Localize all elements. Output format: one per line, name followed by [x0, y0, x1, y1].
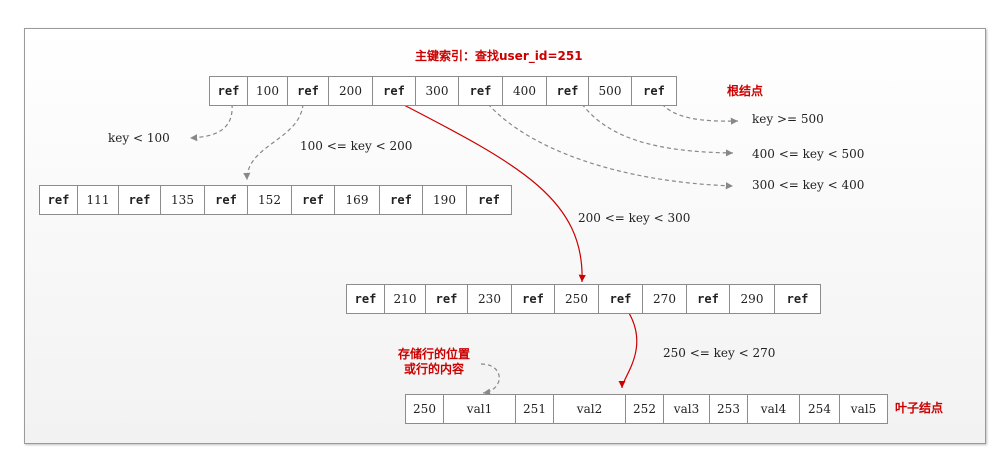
pointer-cell: ref	[40, 186, 78, 214]
pointer-cell: ref	[119, 186, 161, 214]
arrow-100-200	[243, 103, 304, 181]
pointer-cell: ref	[643, 84, 665, 98]
key-cell: 100	[248, 77, 288, 105]
key-cell: 300	[416, 77, 459, 105]
pointer-cell: ref	[373, 77, 416, 105]
pointer-cell: ref	[210, 77, 248, 105]
storage-note-line1: 存储行的位置	[398, 347, 471, 361]
label-300-400: 300 <= key < 400	[752, 178, 865, 192]
arrow-storage-note	[480, 363, 500, 396]
arrow-key-lt-100	[189, 103, 233, 142]
arrow-key-ge-500	[661, 103, 739, 125]
pointer-cell: ref	[547, 77, 589, 105]
root-node-label: 根结点	[727, 84, 764, 98]
pointer-cell: ref	[478, 193, 500, 207]
key-cell: 190	[423, 186, 467, 214]
label-key-lt-100: key < 100	[108, 131, 170, 145]
pointer-cell: ref	[292, 186, 335, 214]
key-cell: 210	[385, 285, 426, 313]
pointer-cell: ref	[599, 285, 643, 313]
diagram-title: 主键索引：查找user_id=251	[415, 49, 583, 63]
leaf-node-label: 叶子结点	[895, 401, 944, 415]
key-cell: val4	[748, 395, 800, 423]
pointer-cell: ref	[786, 292, 809, 306]
key-cell: 252	[626, 395, 664, 423]
key-cell: 270	[643, 285, 687, 313]
arrow-400-500	[581, 103, 734, 157]
pointer-cell: ref	[426, 285, 468, 313]
arrow-300-400	[487, 103, 734, 190]
key-cell: 200	[329, 77, 373, 105]
key-cell: 111	[78, 186, 119, 214]
key-cell: 251	[516, 395, 554, 423]
arrow-200-300-red	[401, 103, 586, 283]
pointer-cell: ref	[205, 186, 248, 214]
key-cell: 169	[335, 186, 380, 214]
key-cell: 250	[555, 285, 599, 313]
key-cell: val5	[850, 402, 877, 416]
key-cell: val3	[664, 395, 710, 423]
key-cell: 135	[161, 186, 205, 214]
label-200-300: 200 <= key < 300	[578, 211, 691, 225]
key-cell: val2	[554, 395, 626, 423]
label-250-270: 250 <= key < 270	[663, 346, 776, 360]
key-cell: val1	[444, 395, 516, 423]
pointer-cell: ref	[288, 77, 329, 105]
label-100-200: 100 <= key < 200	[300, 139, 413, 153]
pointer-cell: ref	[512, 285, 555, 313]
pointer-cell: ref	[459, 77, 503, 105]
key-cell: 254	[800, 395, 840, 423]
key-cell: 253	[710, 395, 748, 423]
label-400-500: 400 <= key < 500	[752, 147, 865, 161]
pointer-cell: ref	[380, 186, 423, 214]
key-cell: 400	[503, 77, 547, 105]
pointer-cell: ref	[347, 285, 385, 313]
key-cell: 250	[406, 395, 444, 423]
key-cell: 230	[468, 285, 512, 313]
storage-note-line2: 或行的内容	[404, 362, 465, 376]
key-cell: 152	[248, 186, 292, 214]
key-cell: 500	[589, 77, 632, 105]
pointer-cell: ref	[687, 285, 730, 313]
arrow-250-270-red	[618, 312, 638, 389]
key-cell: 290	[730, 285, 775, 313]
label-key-ge-500: key >= 500	[752, 112, 824, 126]
